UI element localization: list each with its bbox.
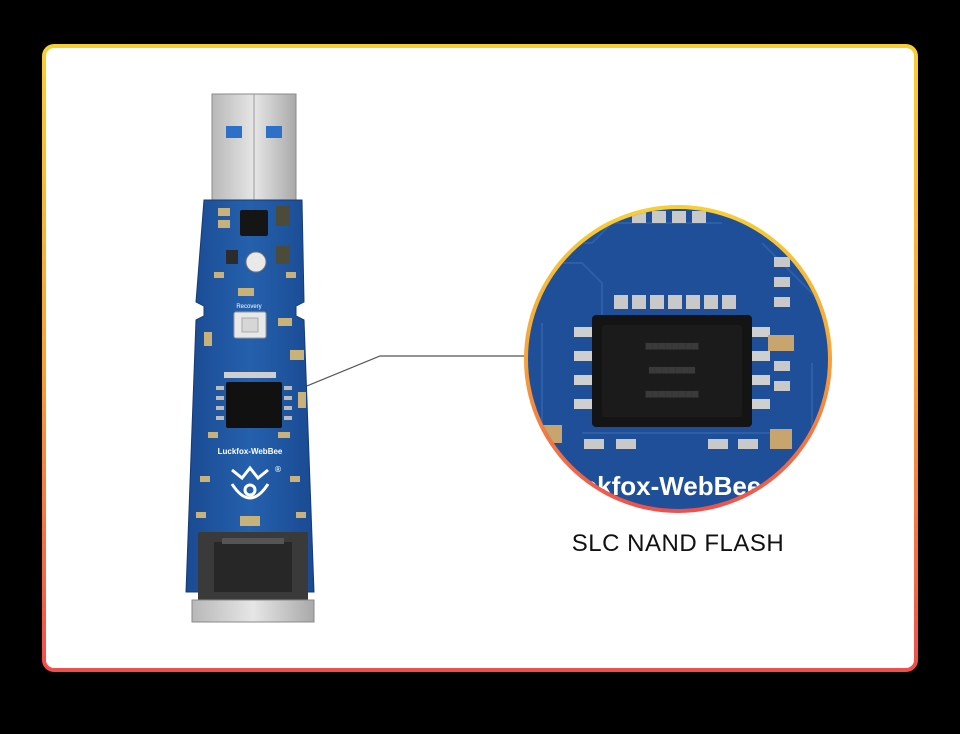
- ethernet-port: [191, 532, 315, 623]
- chip-marking-line-3: ■■■■■■■■: [646, 387, 699, 400]
- recovery-label: Recovery: [236, 304, 261, 310]
- brand-logo: [230, 465, 270, 500]
- nand-flash-chip: [226, 382, 282, 428]
- registered-mark: ®: [274, 465, 282, 474]
- chip-marking-line-2: ■■■■■■■: [649, 363, 696, 376]
- board-name-label: Luckfox-WebBee: [218, 447, 283, 456]
- magnified-chip-view: ■■■■■■■■ ■■■■■■■ ■■■■■■■■ ckfox: [524, 205, 832, 513]
- caption-label: SLC NAND FLASH: [571, 530, 785, 557]
- usb-device-board: Recovery Luckfox-WebBee ®: [185, 93, 315, 623]
- chip-marking-line-1: ■■■■■■■■: [646, 339, 699, 352]
- usb-a-connector: [211, 93, 297, 201]
